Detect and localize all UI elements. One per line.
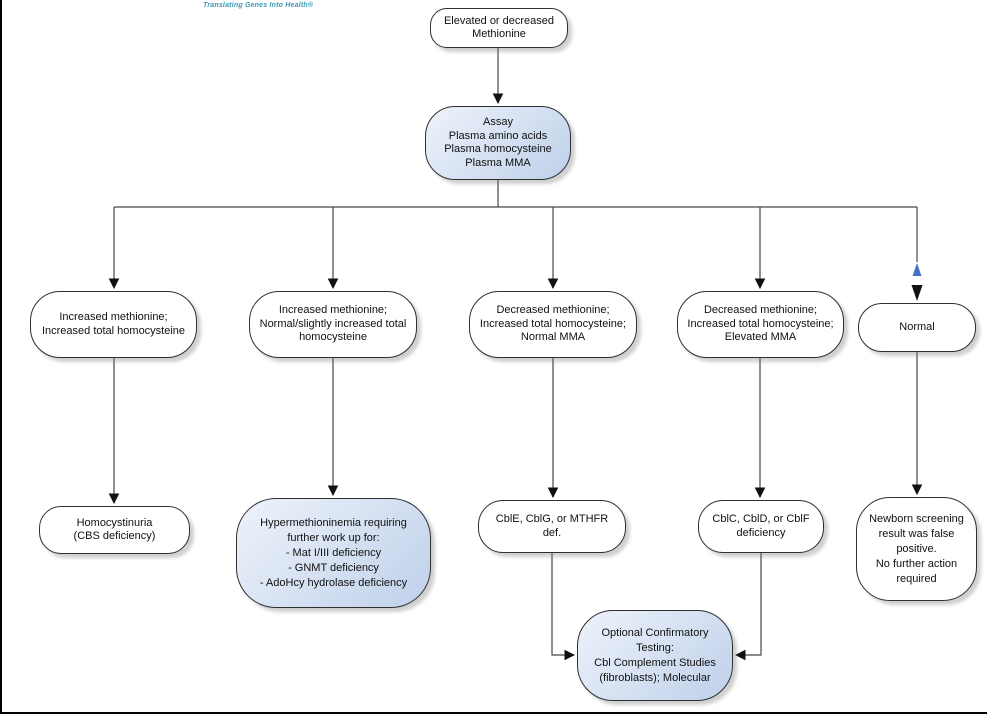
node-decreased-met-elevated-mma: Decreased methionine;Increased total hom… (677, 291, 844, 358)
node-text-line: Increased total homocysteine (41, 324, 186, 337)
node-text-line: deficiency (736, 526, 786, 539)
logo-tagline: Translating Genes Into Health® (203, 2, 314, 9)
node-text-line: Assay (483, 116, 513, 128)
node-homocystinuria: Homocystinuria(CBS deficiency) (39, 506, 190, 554)
node-text-line: - GNMT deficiency (288, 561, 379, 574)
node-newborn-false-positive: Newborn screening result was false positiv… (856, 497, 977, 601)
node-text-line: Decreased methionine; (496, 304, 610, 317)
node-text-line: further work up for: (287, 531, 380, 544)
node-text-line: positive. (896, 542, 937, 555)
blue-up-arrowhead (912, 263, 922, 276)
node-text-line: CblE, CblG, or MTHFR (495, 513, 609, 525)
node-increased-met-increased-hcy: Increased methionine;Increased total hom… (30, 291, 197, 358)
node-normal: Normal (858, 303, 976, 352)
node-text-line: Methionine (472, 28, 526, 40)
node-text-line: Optional Confirmatory (601, 626, 709, 639)
node-text-line: def. (542, 526, 562, 539)
node-decreased-met-normal-mma: Decreased methionine;Increased total hom… (469, 291, 637, 358)
node-text-line: Increased total homocysteine; (687, 317, 834, 330)
bottom-border-bar (0, 712, 987, 714)
node-text-line: Newborn screening (869, 512, 964, 525)
node-text-line: required (896, 572, 937, 585)
node-text-line: Decreased methionine; (703, 304, 818, 317)
node-text-line: - AdoHcy hydrolase deficiency (259, 576, 408, 589)
node-hypermethioninemia: Hypermethioninemia requiring further work… (236, 498, 431, 608)
node-text-line: Increased methionine; (278, 304, 388, 317)
node-text-line: Normal/slightly increased total (259, 317, 407, 330)
node-text-line: Elevated MMA (724, 331, 797, 344)
arrow-cble-to-optional (551, 553, 576, 661)
arrow-cblc-to-optional (734, 553, 762, 661)
node-text-line: Plasma MMA (465, 156, 531, 169)
node-text-line: - Mat I/III deficiency (285, 546, 382, 559)
node-text-line: Normal MMA (520, 331, 586, 344)
node-text-line: No further action (875, 557, 958, 570)
node-increased-met-normal-hcy: Increased methionine;Normal/slightly inc… (249, 291, 417, 358)
node-text-line: Homocystinuria (76, 516, 153, 529)
node-text-line: (CBS deficiency) (73, 530, 156, 542)
node-text-line: Testing: (636, 641, 674, 654)
node-text-line: Normal (899, 320, 935, 333)
node-text-line: Plasma amino acids (448, 129, 548, 142)
node-text-line: Increased total homocysteine; (479, 317, 627, 330)
node-text-line: Hypermethioninemia requiring (260, 516, 407, 529)
node-text-line: homocysteine (299, 331, 367, 344)
node-text-line: result was false (878, 527, 955, 540)
left-border-bar (0, 0, 2, 714)
node-text-line: CblC, CblD, or CblF (712, 513, 810, 525)
node-text-line: Cbl Complement Studies (594, 656, 716, 669)
node-text-line: Increased methionine; (59, 311, 168, 323)
node-text-line: Plasma homocysteine (444, 143, 552, 155)
node-text-line: Elevated or decreased (443, 14, 555, 27)
black-down-arrowhead (911, 285, 923, 301)
node-text-line: (fibroblasts); Molecular (599, 671, 711, 684)
